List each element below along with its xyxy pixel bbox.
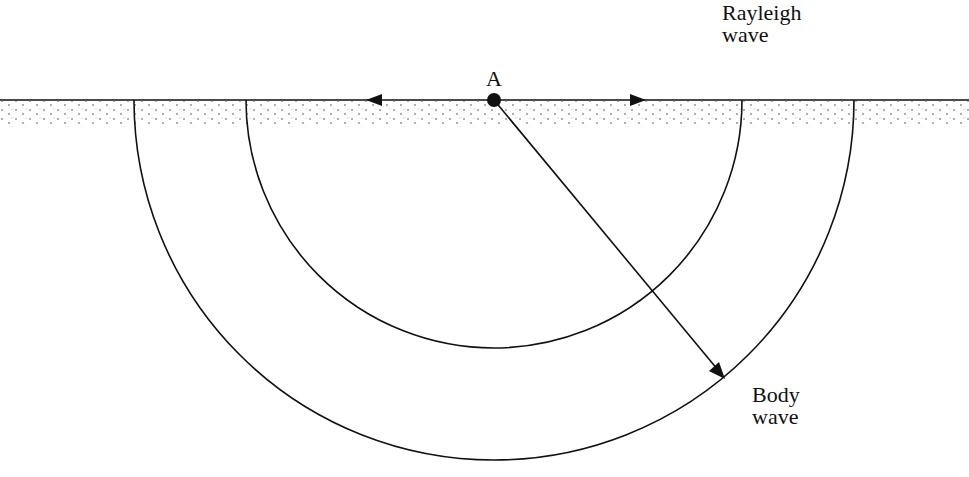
outer-wavefront — [134, 100, 854, 460]
point-label: A — [486, 68, 506, 90]
wave-label: Body wave — [752, 384, 824, 428]
rayleigh-arrowhead-right — [630, 94, 646, 106]
body-wave-arrowhead — [709, 362, 725, 379]
wave-label: Rayleigh wave — [722, 2, 814, 46]
soil-layer — [0, 101, 969, 127]
source-point — [487, 93, 501, 107]
ground-surface — [0, 99, 969, 101]
body-wave-ray — [494, 100, 718, 370]
rayleigh-arrowhead-left — [366, 94, 382, 106]
inner-wavefront — [246, 100, 742, 348]
